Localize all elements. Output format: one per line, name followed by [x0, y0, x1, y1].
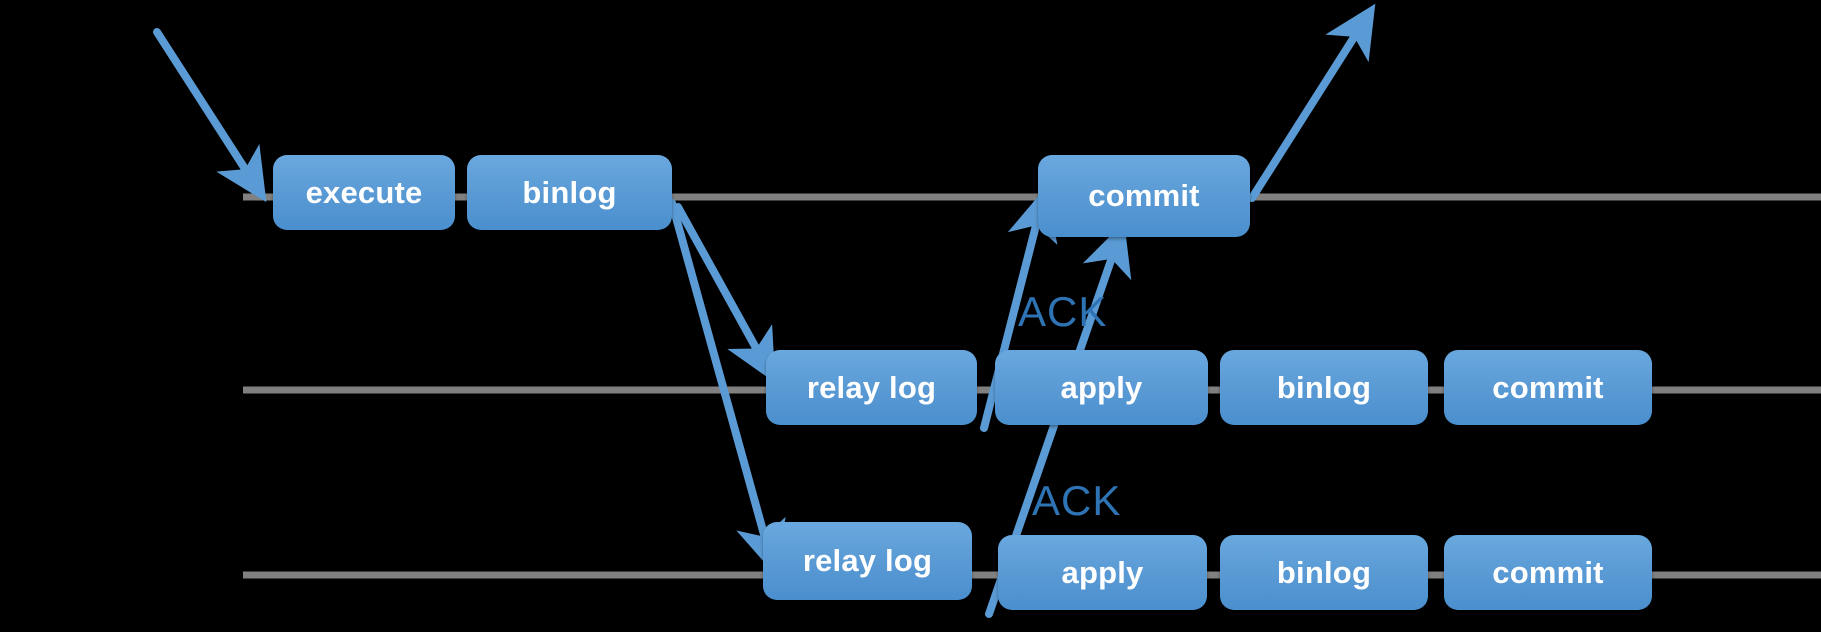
node-label: apply [1060, 369, 1143, 405]
node-replica-2-commit[interactable]: commit [1444, 535, 1652, 610]
ack-label-replica-2: ACK [1032, 477, 1122, 524]
node-master-binlog[interactable]: binlog [467, 155, 672, 230]
node-replica-1-binlog[interactable]: binlog [1220, 350, 1428, 425]
node-replica-1-relay-log[interactable]: relay log [766, 350, 977, 425]
node-label: apply [1061, 554, 1144, 590]
node-label: execute [305, 174, 423, 210]
node-replica-1-apply[interactable]: apply [995, 350, 1208, 425]
node-label: relay log [802, 543, 933, 578]
binlog-to-relay-1-arrow [674, 203, 776, 383]
node-label: commit [1492, 369, 1604, 405]
node-label: commit [1088, 178, 1200, 213]
incoming-request-arrow [153, 28, 267, 203]
node-replica-2-binlog[interactable]: binlog [1220, 535, 1428, 610]
node-replica-1-commit[interactable]: commit [1444, 350, 1652, 425]
node-master-commit[interactable]: commit [1038, 155, 1250, 237]
node-replica-2-apply[interactable]: apply [998, 535, 1207, 610]
node-label: binlog [522, 174, 617, 210]
ack-replica-1-arrow [980, 187, 1058, 432]
node-label: binlog [1276, 554, 1372, 590]
node-label: relay log [806, 369, 937, 405]
ack-label-replica-1: ACK [1018, 288, 1108, 335]
node-label: commit [1492, 554, 1604, 590]
node-label: binlog [1276, 369, 1372, 405]
node-replica-2-relay-log[interactable]: relay log [763, 522, 972, 600]
commit-response-arrow [1248, 3, 1376, 202]
binlog-to-relay-2-arrow [668, 199, 786, 575]
node-master-execute[interactable]: execute [273, 155, 455, 230]
